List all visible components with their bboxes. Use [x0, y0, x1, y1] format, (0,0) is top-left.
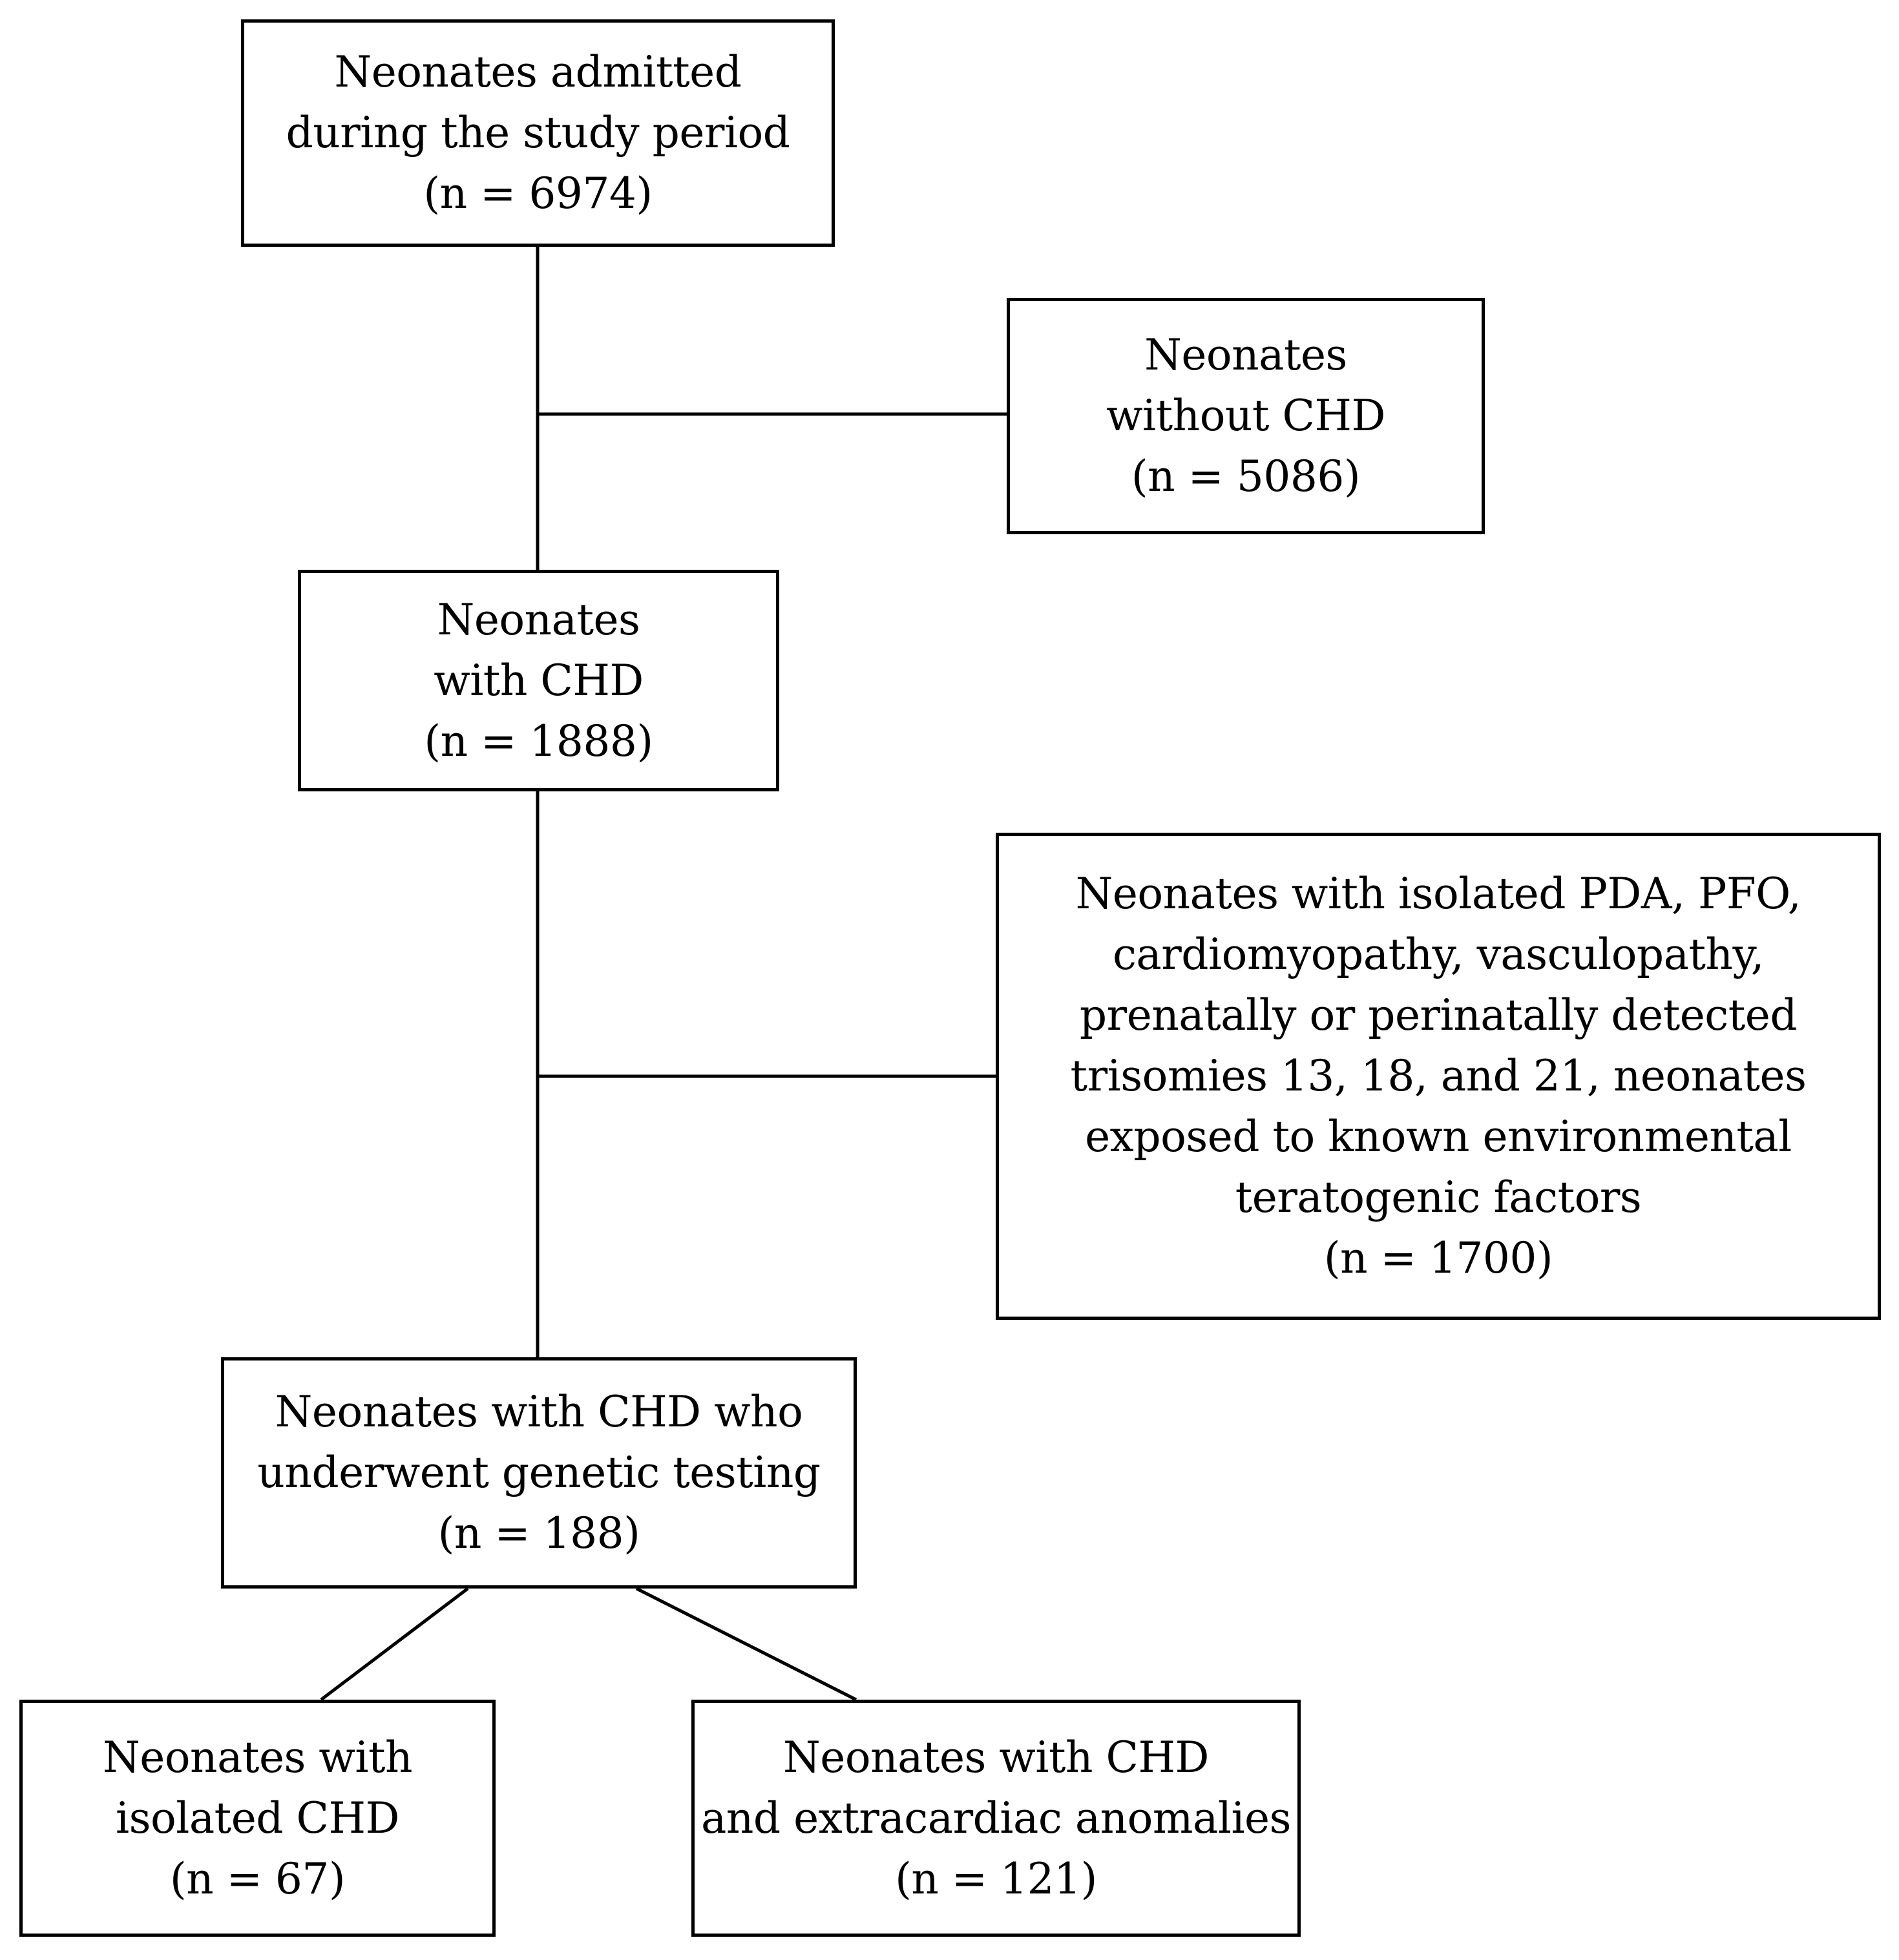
- box-text-line: underwent genetic testing: [257, 1448, 821, 1497]
- box-text-line: Neonates with CHD who: [275, 1387, 803, 1437]
- box-count: (n = 1888): [424, 716, 653, 766]
- box-text-line: cardiomyopathy, vasculopathy,: [1112, 930, 1765, 979]
- box-count: (n = 6974): [423, 169, 653, 218]
- box-text-line: exposed to known environmental: [1085, 1112, 1792, 1162]
- box-neonates-genetic-testing: Neonates with CHD who underwent genetic …: [221, 1357, 857, 1589]
- box-count: (n = 67): [169, 1853, 346, 1904]
- box-text-line: isolated CHD: [116, 1793, 399, 1843]
- box-count: (n = 121): [895, 1853, 1097, 1904]
- box-neonates-admitted: Neonates admitted during the study perio…: [241, 19, 835, 247]
- box-text-line: during the study period: [286, 108, 790, 158]
- box-neonates-with-chd: Neonates with CHD (n = 1888): [298, 570, 779, 791]
- box-text-line: prenatally or perinatally detected: [1079, 990, 1798, 1040]
- box-text-line: Neonates with CHD: [783, 1732, 1209, 1782]
- box-neonates-excluded: Neonates with isolated PDA, PFO, cardiom…: [996, 833, 1881, 1320]
- box-count: (n = 1700): [1323, 1233, 1553, 1283]
- box-text-line: Neonates: [1144, 330, 1347, 380]
- box-neonates-extracardiac-anomalies: Neonates with CHD and extracardiac anoma…: [691, 1700, 1301, 1937]
- box-text-line: Neonates with isolated PDA, PFO,: [1075, 869, 1801, 919]
- box-text-line: trisomies 13, 18, and 21, neonates: [1070, 1051, 1807, 1101]
- box-text-line: Neonates: [437, 594, 640, 645]
- box-neonates-isolated-chd: Neonates with isolated CHD (n = 67): [19, 1700, 496, 1937]
- box-neonates-without-chd: Neonates without CHD (n = 5086): [1007, 298, 1485, 534]
- box-text-line: Neonates admitted: [334, 47, 742, 97]
- connector-genetic-to-isolated: [320, 1587, 469, 1701]
- box-text-line: with CHD: [434, 655, 644, 705]
- box-text-line: teratogenic factors: [1235, 1173, 1642, 1222]
- box-text-line: and extracardiac anomalies: [701, 1793, 1291, 1843]
- box-count: (n = 188): [437, 1508, 640, 1558]
- connector-genetic-to-extracardiac: [635, 1587, 857, 1702]
- box-count: (n = 5086): [1131, 452, 1361, 501]
- box-text-line: Neonates with: [103, 1732, 412, 1782]
- box-text-line: without CHD: [1106, 391, 1385, 441]
